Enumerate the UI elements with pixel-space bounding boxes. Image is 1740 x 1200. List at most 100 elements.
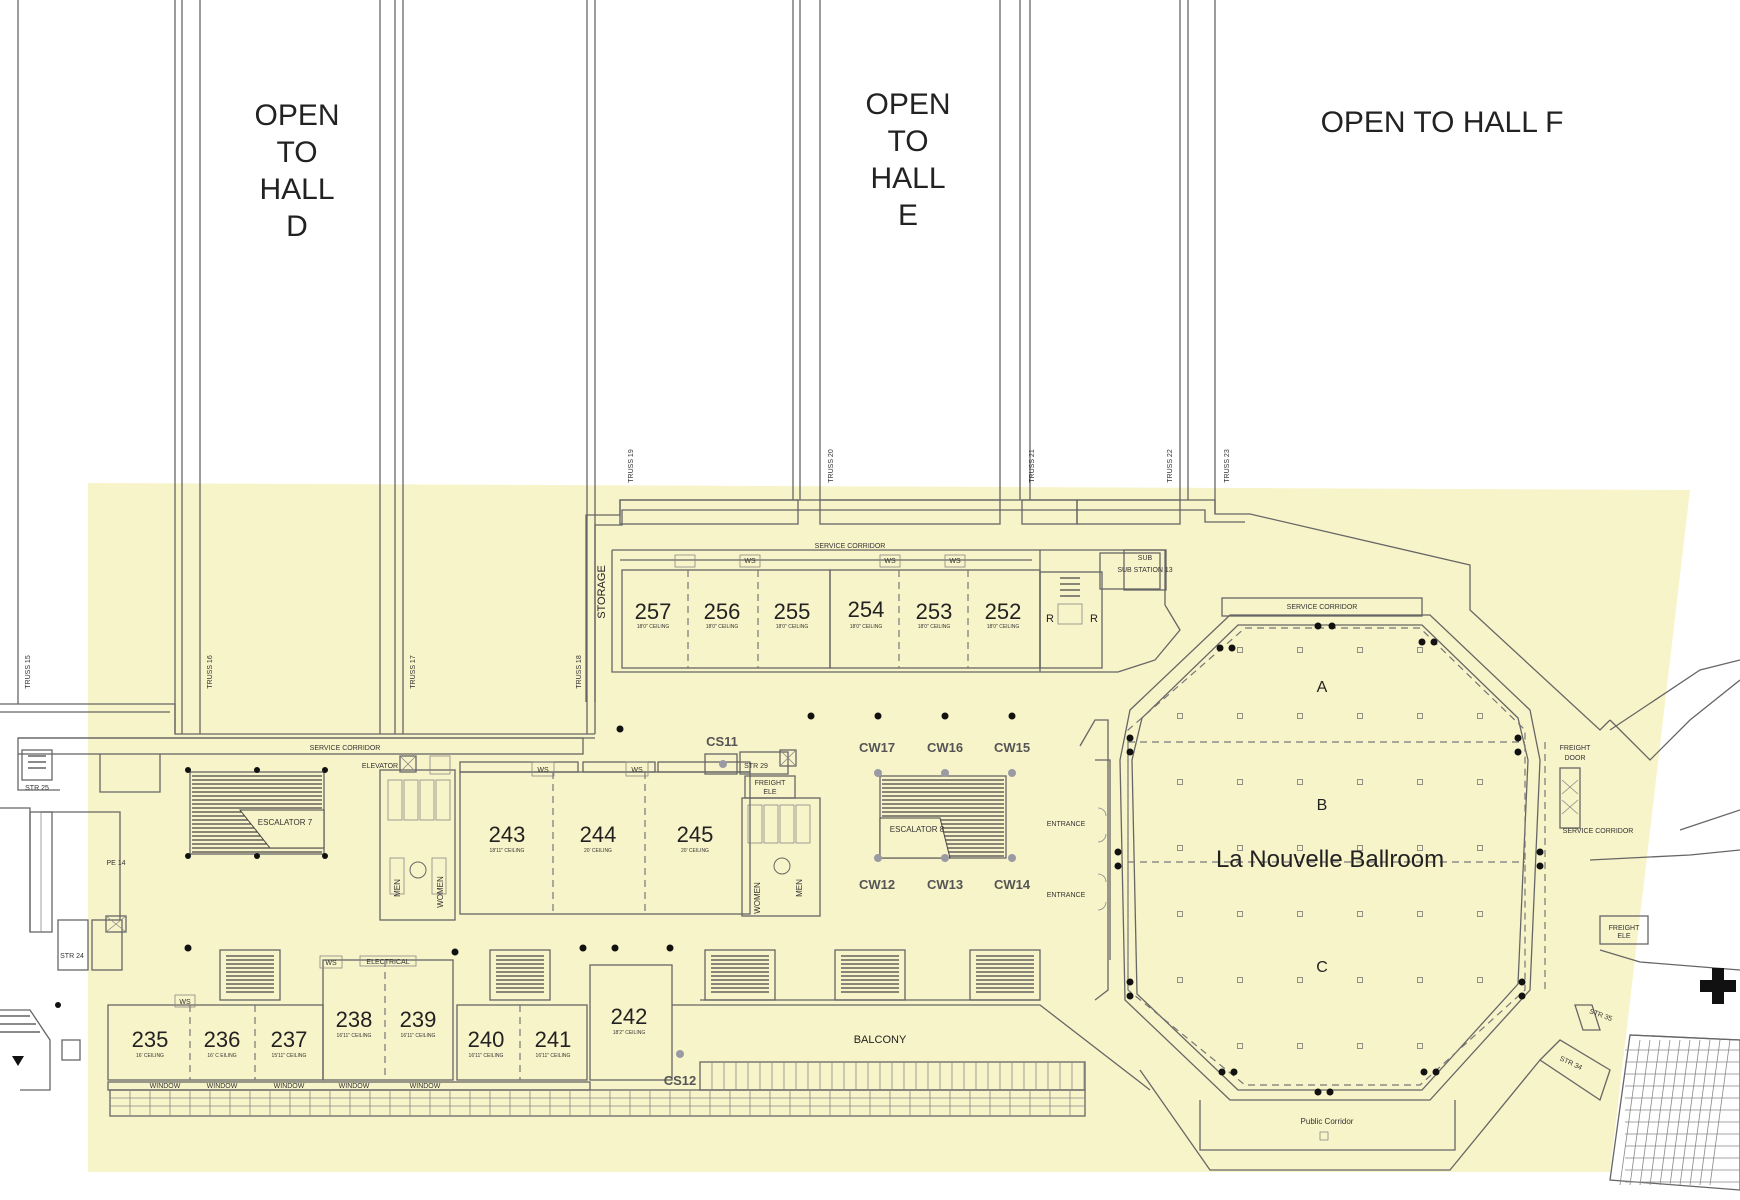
room-243[interactable]: 243 18'11" CEILING	[489, 822, 526, 854]
svg-text:20' CEILING: 20' CEILING	[681, 848, 709, 854]
lower-service-corridor-label: SERVICE CORRIDOR	[310, 745, 381, 752]
room-253[interactable]: 253 18'0" CEILING	[916, 599, 953, 630]
svg-text:237: 237	[271, 1027, 308, 1052]
entrance-label-1: ENTRANCE	[1047, 821, 1086, 828]
truss-16-label: TRUSS 16	[207, 655, 214, 689]
svg-text:16'11" CEILING: 16'11" CEILING	[337, 1033, 372, 1039]
upper-service-corridor-label: SERVICE CORRIDOR	[815, 543, 886, 550]
room-237[interactable]: 237 15'11" CEILING	[271, 1027, 308, 1059]
svg-text:TO: TO	[276, 136, 317, 169]
truss-21-label: TRUSS 21	[1029, 449, 1036, 483]
svg-text:FREIGHT: FREIGHT	[755, 780, 786, 787]
svg-text:239: 239	[400, 1007, 437, 1032]
svg-text:244: 244	[580, 822, 617, 847]
svg-text:OPEN: OPEN	[865, 88, 950, 121]
svg-text:ESCALATOR 8: ESCALATOR 8	[890, 825, 945, 834]
east-grid-line	[1619, 1039, 1641, 1186]
room-244[interactable]: 244 20' CEILING	[580, 822, 617, 854]
svg-text:16'11" CEILING: 16'11" CEILING	[469, 1053, 504, 1059]
ceiling-marker	[1237, 713, 1243, 719]
room-245[interactable]: 245 20' CEILING	[677, 822, 714, 854]
ballroom-section-a[interactable]: A	[1317, 679, 1328, 696]
ballroom-section-b[interactable]: B	[1317, 797, 1328, 814]
east-grid-line	[1699, 1039, 1721, 1186]
stair-str-25: STR 25	[21, 749, 53, 792]
room-252[interactable]: 252 18'0" CEILING	[985, 599, 1022, 630]
svg-text:254: 254	[848, 597, 885, 622]
ceiling-marker	[1237, 977, 1243, 983]
svg-text:WS: WS	[631, 767, 643, 774]
svg-text:16' C EILING: 16' C EILING	[207, 1053, 236, 1059]
ceiling-marker	[1477, 977, 1483, 983]
open-to-hall-d: OPEN TO HALL D	[254, 99, 339, 243]
ceiling-marker	[1417, 911, 1423, 917]
svg-text:WS: WS	[744, 558, 756, 565]
svg-text:FREIGHT: FREIGHT	[1609, 925, 1640, 932]
svg-text:SUB: SUB	[1138, 555, 1153, 562]
truss-23-label: TRUSS 23	[1224, 449, 1231, 483]
room-235[interactable]: 235 16' CEILING	[132, 1027, 169, 1059]
svg-text:WINDOW: WINDOW	[207, 1083, 238, 1090]
open-to-hall-e: OPEN TO HALL E	[865, 88, 950, 232]
svg-text:240: 240	[468, 1027, 505, 1052]
public-corridor-label: Public Corridor	[1301, 1117, 1354, 1126]
svg-text:DOOR: DOOR	[1565, 755, 1586, 762]
ballroom-section-c[interactable]: C	[1316, 959, 1328, 976]
svg-text:16' CEILING: 16' CEILING	[136, 1053, 164, 1059]
west-edge-structures: STR 24 PE 14	[0, 807, 127, 1091]
room-255[interactable]: 255 18'0" CEILING	[774, 599, 811, 630]
svg-text:243: 243	[489, 822, 526, 847]
svg-text:WS: WS	[179, 999, 191, 1006]
truss-labels: TRUSS 15 TRUSS 16 TRUSS 17 TRUSS 18 TRUS…	[25, 449, 1231, 689]
truss-20-label: TRUSS 20	[828, 449, 835, 483]
ballroom-service-corridor-label: SERVICE CORRIDOR	[1287, 604, 1358, 611]
svg-text:WINDOW: WINDOW	[410, 1083, 441, 1090]
svg-text:STR 25: STR 25	[25, 785, 49, 792]
svg-text:ELE: ELE	[763, 789, 777, 796]
men-label-west: MEN	[393, 879, 402, 897]
east-grid-line	[1689, 1039, 1711, 1186]
svg-text:HALL: HALL	[259, 173, 334, 206]
ceiling-marker	[1417, 977, 1423, 983]
room-242[interactable]: 242 18'2" CEILING	[611, 1004, 648, 1036]
lobby-columns	[184, 712, 1016, 956]
room-257[interactable]: 257 18'0" CEILING	[635, 599, 672, 630]
ceiling-marker	[1357, 911, 1363, 917]
svg-text:ELEVATOR: ELEVATOR	[362, 763, 398, 770]
room-238[interactable]: 238 16'11" CEILING	[336, 1007, 373, 1039]
ceiling-marker	[1477, 779, 1483, 785]
room-236[interactable]: 236 16' C EILING	[204, 1027, 241, 1059]
upper-structure-walls: SERVICE CORRIDOR	[585, 499, 1611, 731]
svg-text:STR 29: STR 29	[744, 763, 768, 770]
ceiling-marker	[1237, 779, 1243, 785]
svg-text:WINDOW: WINDOW	[150, 1083, 181, 1090]
ballroom-outline: SERVICE CORRIDOR Public Corridor	[1119, 597, 1546, 1171]
svg-text:STR 24: STR 24	[60, 953, 84, 960]
svg-text:ESCALATOR 7: ESCALATOR 7	[258, 818, 313, 827]
cw13-label: CW13	[927, 877, 963, 892]
room-254[interactable]: 254 18'0" CEILING	[848, 597, 885, 630]
room-241[interactable]: 241 16'11" CEILING	[535, 1027, 572, 1059]
room-240[interactable]: 240 16'11" CEILING	[468, 1027, 505, 1059]
ceiling-marker	[1417, 713, 1423, 719]
ceiling-marker	[1417, 779, 1423, 785]
svg-text:252: 252	[985, 599, 1022, 624]
svg-text:18'2" CEILING: 18'2" CEILING	[613, 1030, 646, 1036]
room-256[interactable]: 256 18'0" CEILING	[704, 599, 741, 630]
east-grid-line	[1679, 1039, 1701, 1186]
truss-17-label: TRUSS 17	[410, 655, 417, 689]
ballroom-columns	[1114, 622, 1544, 1096]
men-label-east: MEN	[795, 879, 804, 897]
truss-15-label: TRUSS 15	[25, 655, 32, 689]
svg-text:WS: WS	[325, 960, 337, 967]
ceiling-marker	[1297, 713, 1303, 719]
svg-text:18'0" CEILING: 18'0" CEILING	[987, 624, 1020, 630]
window-strip: WINDOW WINDOW WINDOW WINDOW WINDOW	[107, 1061, 1086, 1117]
room-239[interactable]: 239 16'11" CEILING	[400, 1007, 437, 1039]
svg-text:HALL: HALL	[870, 162, 945, 195]
svg-text:ELE: ELE	[1617, 933, 1631, 940]
truss-22-label: TRUSS 22	[1167, 449, 1174, 483]
ceiling-marker	[1297, 647, 1303, 653]
ballroom-name[interactable]: La Nouvelle Ballroom	[1216, 846, 1444, 873]
